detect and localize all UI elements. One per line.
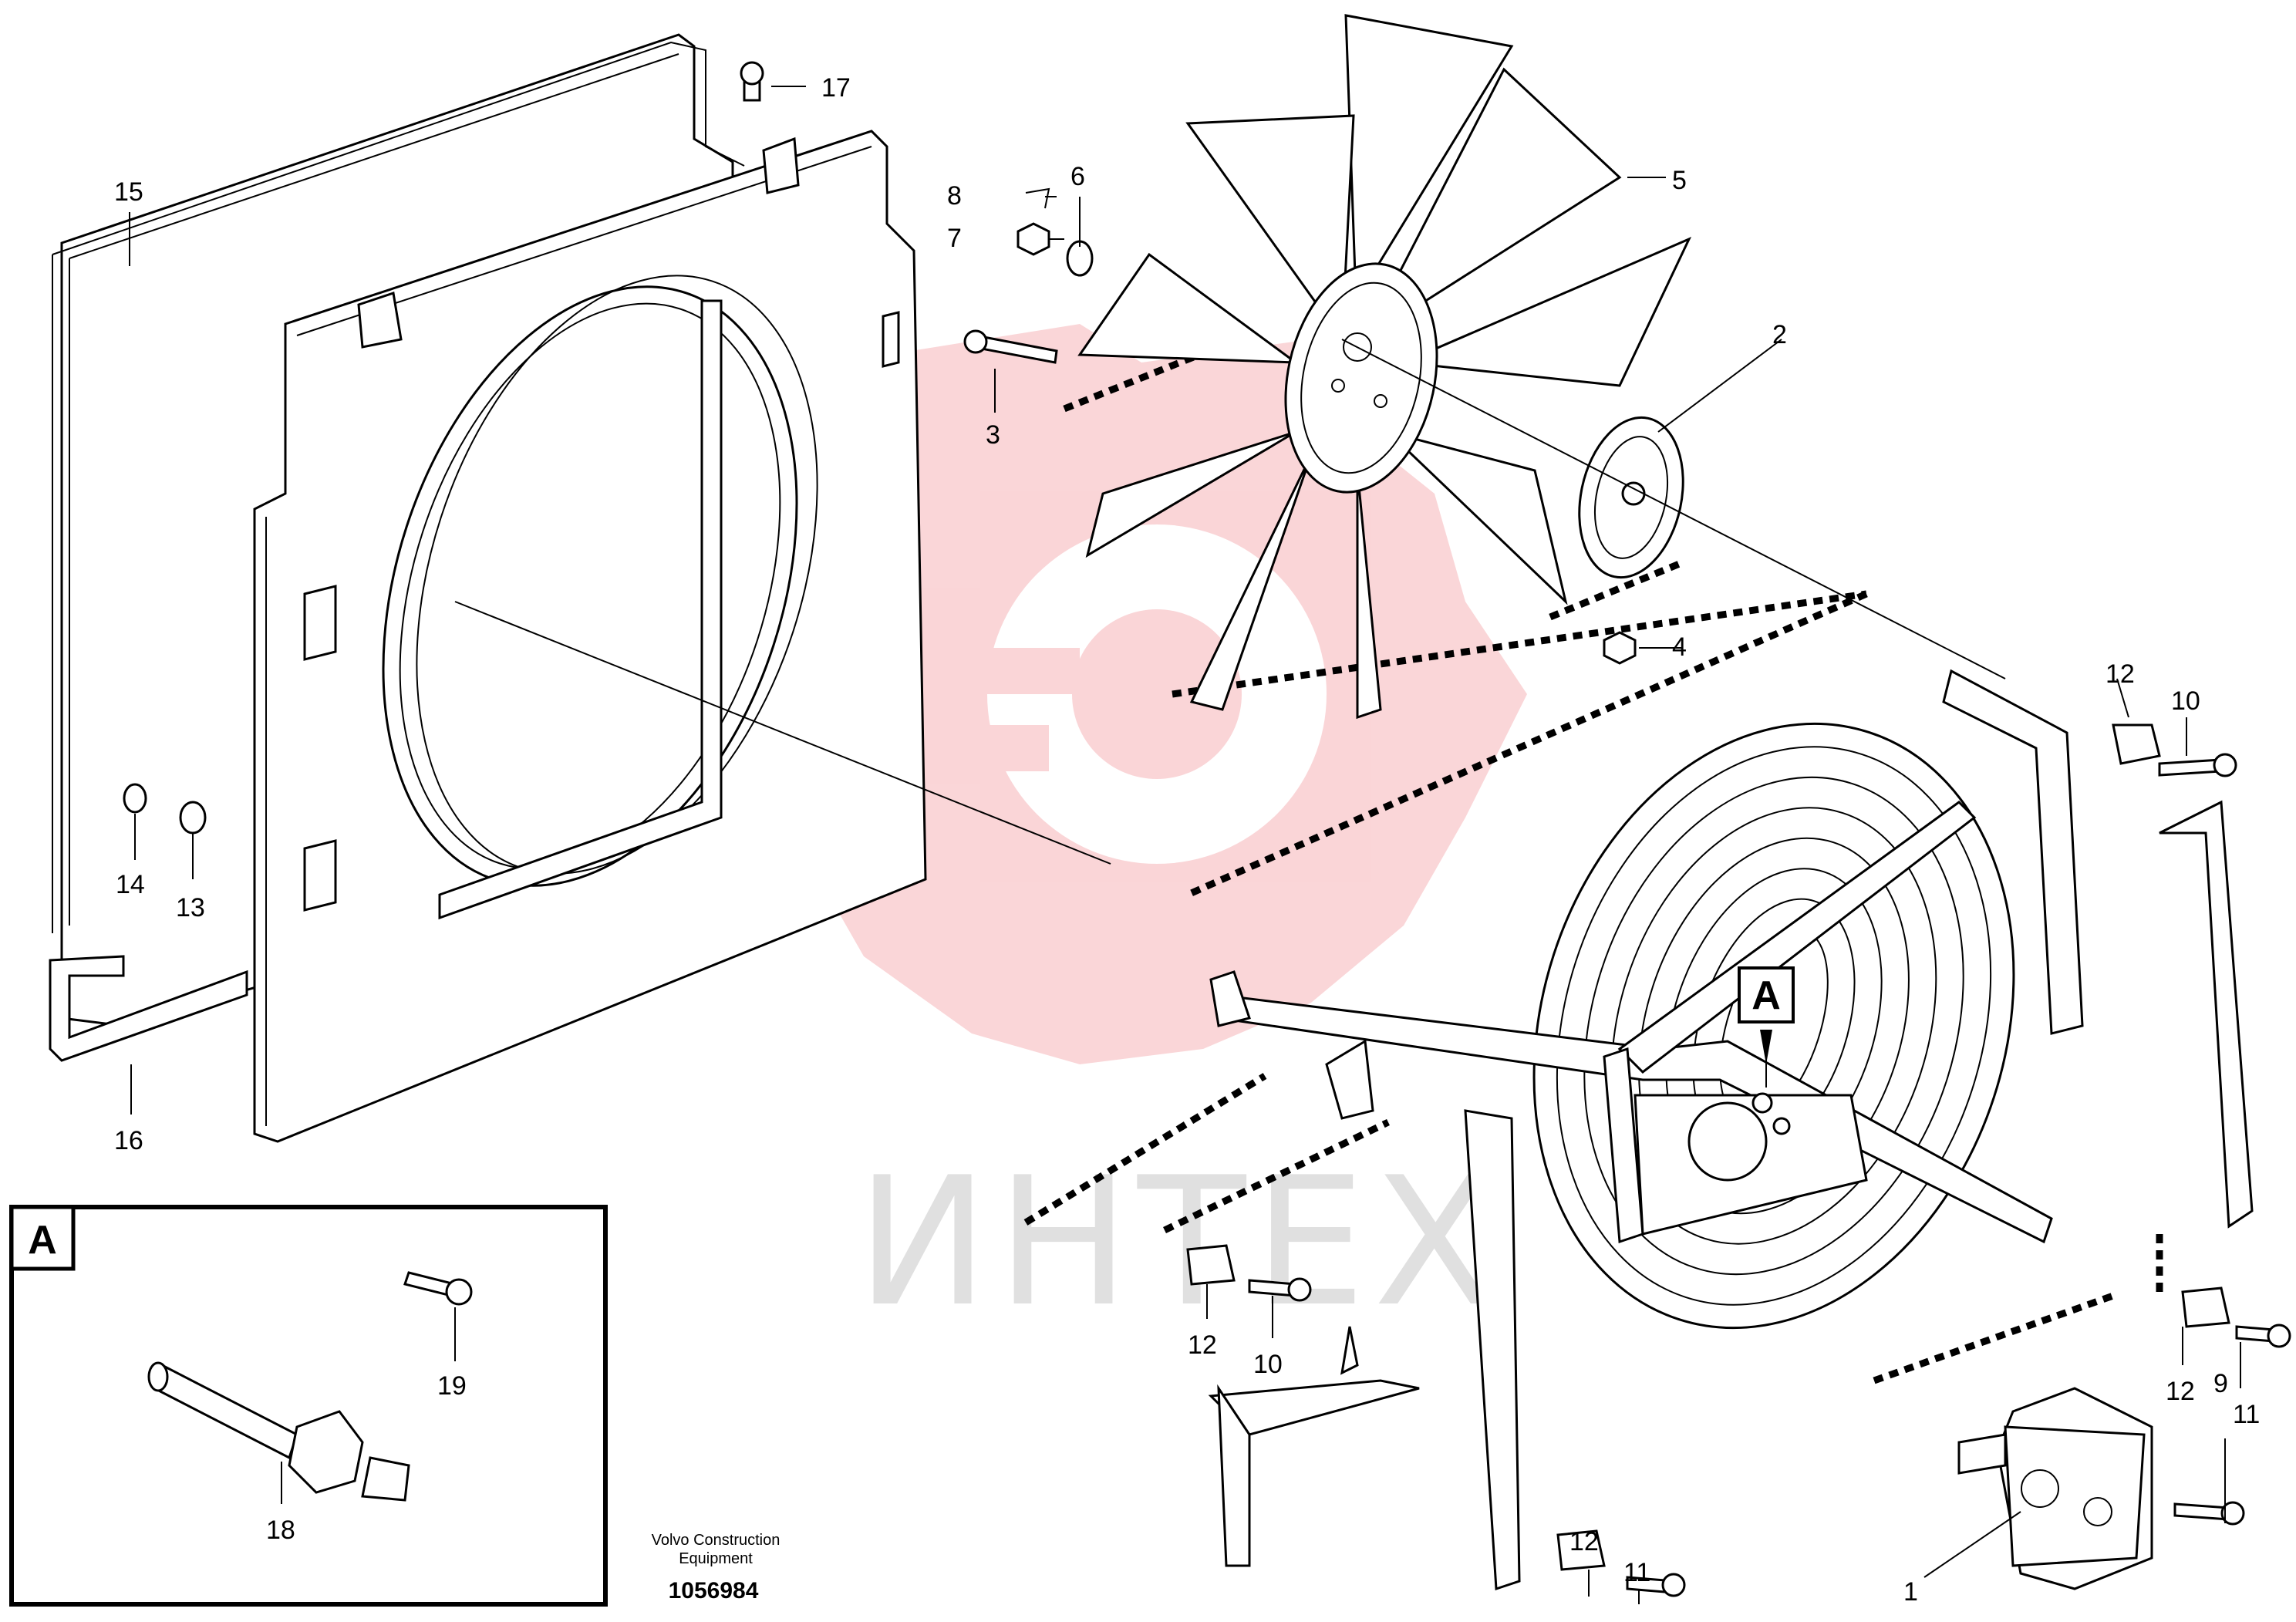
callout-14: 14 [116,870,145,899]
callout-11b: 11 [1623,1558,1650,1587]
callout-12a: 12 [2106,659,2135,689]
callout-15: 15 [114,177,143,207]
hardware-fasteners [123,61,2291,1597]
fan-guard [1532,722,2015,1330]
sensor-bolt [403,1271,473,1306]
callout-labels: 17 15 8 7 6 5 2 3 4 12 10 14 13 16 12 10… [114,73,2260,1607]
fan-shroud [253,130,927,1143]
view-a-label: A [1752,973,1781,1018]
fan-blade-assembly [1077,14,1692,720]
callout-11a: 11 [2233,1400,2260,1429]
detail-view-box: A [9,1205,608,1607]
credit-line-1: Volvo Construction [652,1532,781,1549]
callout-16: 16 [114,1126,143,1155]
hydraulic-fan-motor [1957,1387,2153,1590]
callout-13: 13 [176,893,205,922]
callout-10a: 10 [2171,686,2200,716]
credit-line-2: Equipment [679,1550,753,1567]
callout-19: 19 [437,1371,467,1401]
watermark-text: ИНТЕХ [856,1140,1502,1346]
callout-5: 5 [1672,166,1687,195]
detail-box-marker: A [28,1218,57,1263]
assembly-dashed-lines [801,328,2163,1384]
hub-plate [1578,416,1684,579]
callout-12d: 12 [1569,1527,1599,1556]
callout-7: 7 [947,224,962,253]
motor-bracket-frame [1208,669,2254,1591]
document-number: 1056984 [669,1578,759,1603]
callout-18: 18 [266,1516,295,1545]
callout-12b: 12 [1188,1330,1217,1360]
callout-9: 9 [2213,1369,2228,1398]
callout-10b: 10 [1253,1350,1283,1379]
callout-6: 6 [1070,162,1085,191]
temperature-sensor [147,1361,410,1502]
callout-1: 1 [1903,1577,1918,1607]
callout-17: 17 [821,73,851,103]
callout-2: 2 [1772,320,1787,349]
callout-8: 8 [947,181,962,211]
callout-3: 3 [986,420,1000,450]
callout-12c: 12 [2166,1377,2195,1406]
callout-4: 4 [1672,632,1687,662]
view-a-marker: A [1738,966,1795,1064]
